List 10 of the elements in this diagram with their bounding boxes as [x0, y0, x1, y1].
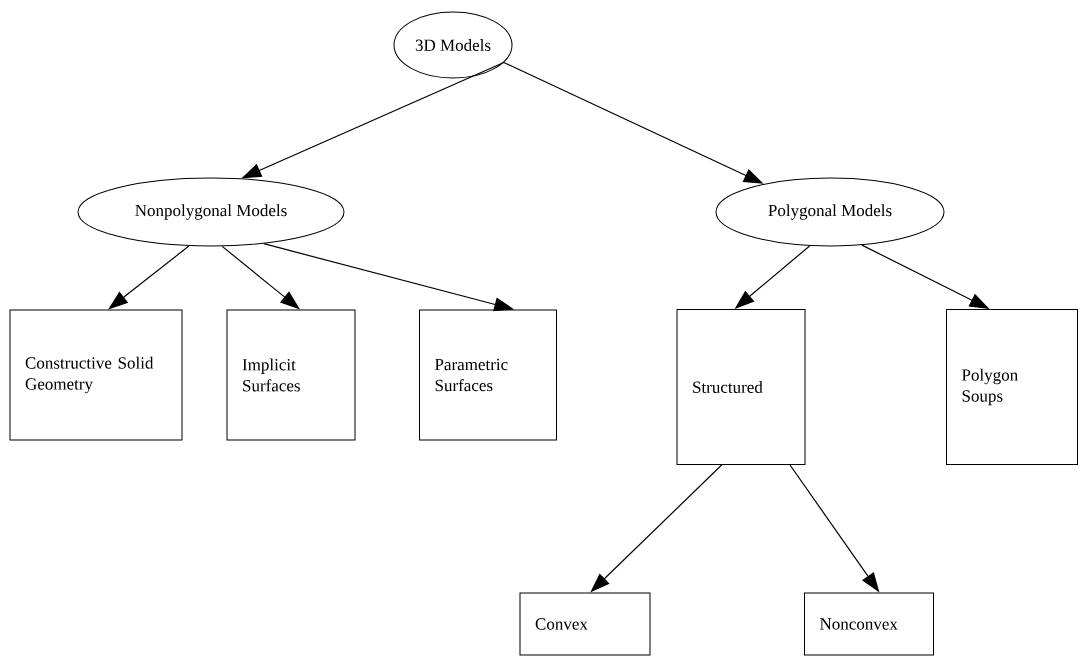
category-box: Implicit Surfaces — [226, 309, 356, 441]
ellipse-node: Nonpolygonal Models — [77, 177, 345, 247]
ellipse-node: Polygonal Models — [715, 177, 945, 247]
category-box: Structured — [676, 309, 806, 465]
category-box: Polygon Soups — [946, 309, 1078, 465]
ellipse-node: 3D Models — [393, 11, 513, 79]
category-box: Convex — [519, 592, 651, 656]
category-box: Nonconvex — [804, 592, 934, 656]
category-box: Parametric Surfaces — [419, 309, 557, 441]
category-box: Constructive Solid Geometry — [9, 309, 183, 441]
